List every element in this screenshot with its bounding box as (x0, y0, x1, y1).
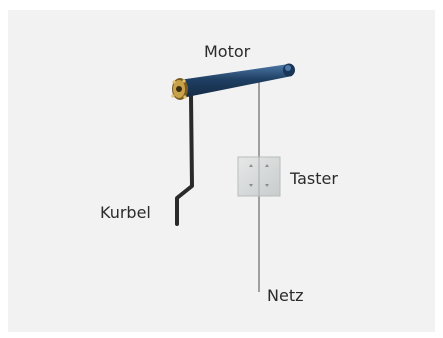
mains-label: Netz (267, 286, 304, 305)
crank-rod (175, 90, 194, 226)
diagram-drawing (171, 63, 295, 292)
motor-icon (171, 63, 295, 100)
switch-label: Taster (290, 169, 338, 188)
wiring-diagram: Motor Taster Kurbel Netz (8, 10, 435, 332)
motor-label: Motor (204, 42, 251, 61)
crank-label: Kurbel (100, 203, 151, 222)
switch-icon (237, 156, 281, 197)
